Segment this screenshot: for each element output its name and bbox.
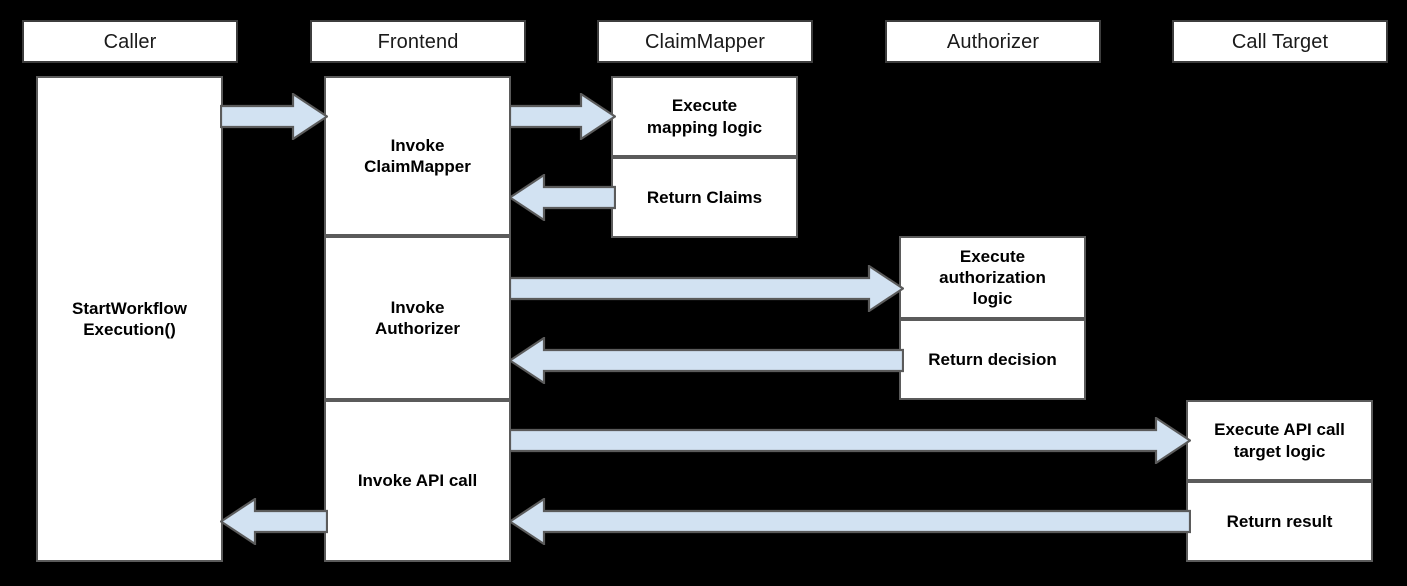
activation-calltarget-execute-api-call-target-logic-label: Execute API call target logic [1214,420,1345,461]
lane-header-caller-label: Caller [103,30,157,53]
activation-claimmapper-execute-mapping-logic[interactable]: Execute mapping logic [611,76,798,157]
activation-frontend-invoke-claimmapper[interactable]: Invoke ClaimMapper [324,76,511,236]
activation-authorizer-execute-authorization-logic-label: Execute authorization logic [939,246,1046,309]
activation-frontend-invoke-authorizer-label: Invoke Authorizer [375,297,460,338]
activation-authorizer-return-decision-label: Return decision [928,349,1057,369]
message-arrow-return-claims[interactable] [509,174,616,221]
activation-calltarget-execute-api-call-target-logic[interactable]: Execute API call target logic [1186,400,1373,481]
lane-header-claimmapper[interactable]: ClaimMapper [597,20,813,63]
lane-header-frontend[interactable]: Frontend [310,20,526,63]
activation-caller-start-workflow[interactable]: StartWorkflow Execution() [36,76,223,562]
message-arrow-return-result[interactable] [509,498,1191,545]
lane-header-frontend-label: Frontend [377,30,459,53]
message-arrow-final-return-to-caller[interactable] [220,498,328,545]
lane-header-claimmapper-label: ClaimMapper [644,30,766,53]
message-arrow-invoke-authorizer[interactable] [509,265,904,312]
lane-header-calltarget-label: Call Target [1231,30,1329,53]
activation-calltarget-return-result-label: Return result [1226,511,1333,531]
activation-authorizer-execute-authorization-logic[interactable]: Execute authorization logic [899,236,1086,319]
message-arrow-invoke-claimmapper[interactable] [509,93,616,140]
activation-calltarget-return-result[interactable]: Return result [1186,481,1373,562]
activation-caller-start-workflow-label: StartWorkflow Execution() [72,298,187,339]
message-arrow-return-decision[interactable] [509,337,904,384]
activation-claimmapper-return-claims[interactable]: Return Claims [611,157,798,238]
activation-frontend-invoke-api-call-label: Invoke API call [357,471,478,491]
activation-claimmapper-return-claims-label: Return Claims [646,187,763,207]
activation-authorizer-return-decision[interactable]: Return decision [899,319,1086,400]
activation-frontend-invoke-authorizer[interactable]: Invoke Authorizer [324,236,511,400]
activation-frontend-invoke-claimmapper-label: Invoke ClaimMapper [364,135,471,176]
activation-frontend-invoke-api-call[interactable]: Invoke API call [324,400,511,562]
activation-claimmapper-execute-mapping-logic-label: Execute mapping logic [646,96,763,137]
lane-header-calltarget[interactable]: Call Target [1172,20,1388,63]
lane-header-authorizer-label: Authorizer [946,30,1040,53]
message-arrow-invoke-api-call[interactable] [509,417,1191,464]
message-arrow-start-workflow-execution[interactable] [220,93,328,140]
lane-header-caller[interactable]: Caller [22,20,238,63]
lane-header-authorizer[interactable]: Authorizer [885,20,1101,63]
